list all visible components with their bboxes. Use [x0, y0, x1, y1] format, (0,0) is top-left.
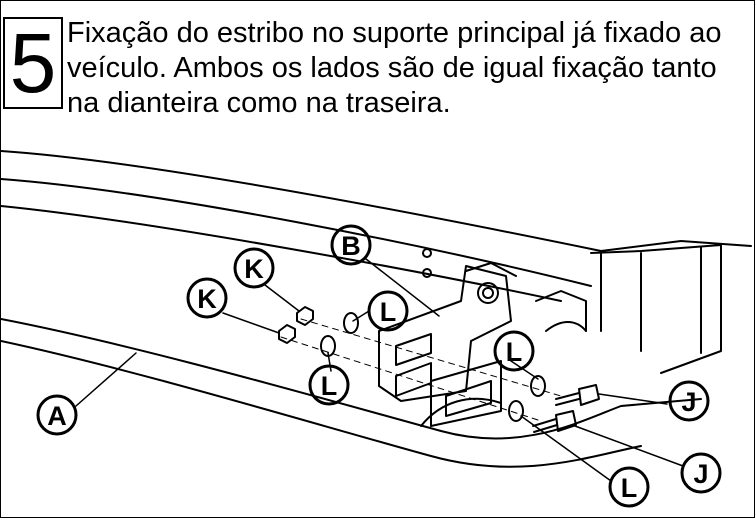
callout-k-left: K: [197, 284, 217, 314]
callout-l-left: L: [321, 371, 338, 401]
callout-circles: [36, 224, 722, 508]
callout-circle-j-top: [668, 380, 710, 422]
callout-j-top: J: [681, 387, 696, 417]
callout-circle-j-bottom: [680, 452, 722, 494]
callout-circle-a: [36, 394, 78, 436]
callout-circle-k-left: [186, 277, 228, 319]
callout-l-top: L: [380, 297, 397, 327]
callout-circle-l-bottom: [608, 466, 650, 508]
leader-lines: [75, 258, 684, 482]
callout-circle-b: [330, 224, 372, 266]
callout-circle-l-left: [308, 364, 350, 406]
step-number: 5: [9, 16, 57, 110]
callout-circle-k-top: [233, 247, 275, 289]
callout-l-bottom: L: [621, 473, 638, 503]
callout-j-bottom: J: [693, 459, 708, 489]
callout-k-top: K: [244, 254, 264, 284]
bracket: [378, 248, 517, 427]
step-number-box: 5: [3, 17, 63, 109]
callout-a: A: [47, 401, 67, 431]
running-board: [1, 150, 752, 468]
fasteners: [278, 306, 600, 433]
callout-circle-l-top: [367, 290, 409, 332]
callout-b: B: [341, 231, 361, 261]
callout-circle-l-right: [493, 330, 535, 372]
step-caption: Fixação do estribo no suporte principal …: [67, 17, 722, 119]
callout-l-right: L: [506, 337, 523, 367]
